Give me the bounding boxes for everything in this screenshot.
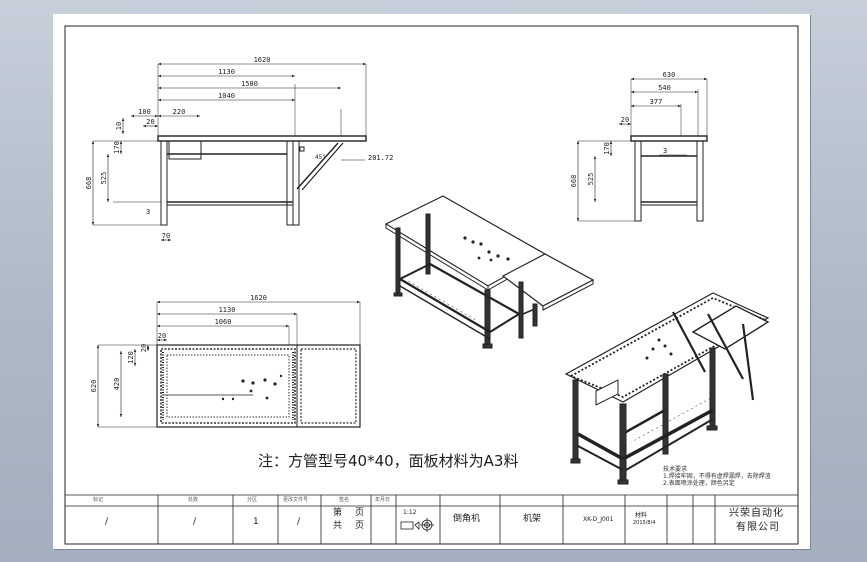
tech-req-line: 1.焊接牢固，不得有虚焊漏焊，去除焊渣 bbox=[663, 473, 771, 480]
tb-date: 2015/8/4 bbox=[633, 520, 656, 526]
tb-drawing-no: XK-D_J001 bbox=[583, 516, 614, 523]
dim-377: 377 bbox=[650, 98, 663, 106]
dim-540: 540 bbox=[658, 84, 671, 92]
tb-value-1: / bbox=[105, 517, 109, 527]
dim-201-72: 201.72 bbox=[368, 154, 393, 162]
tech-req-title: 技术要求 bbox=[663, 466, 688, 473]
tb-header-change: 更改文件号 bbox=[283, 497, 309, 503]
dim-525: 525 bbox=[587, 173, 595, 186]
tb-value-3: 1 bbox=[253, 517, 259, 527]
dim-10: 10 bbox=[115, 122, 123, 130]
dim-3: 3 bbox=[146, 208, 150, 216]
dim-100: 100 bbox=[138, 108, 151, 116]
tb-sheet-label: 共 bbox=[333, 521, 343, 531]
dim-220: 220 bbox=[173, 108, 186, 116]
dim-70: 70 bbox=[162, 232, 170, 240]
tech-req-line: 2.表面喷涂处理，颜色另定 bbox=[663, 480, 735, 487]
dim-120: 120 bbox=[127, 351, 135, 364]
isometric-view-2 bbox=[564, 292, 770, 485]
dim-20: 20 bbox=[146, 118, 154, 126]
dim-420: 420 bbox=[113, 378, 121, 391]
tb-sheet-label: 页 bbox=[355, 508, 365, 518]
tb-product: 倒角机 bbox=[453, 514, 481, 524]
title-block bbox=[65, 494, 798, 544]
dim-668: 668 bbox=[570, 175, 578, 188]
dim-20: 20 bbox=[158, 332, 166, 340]
company-name-1: 兴荣自动化 bbox=[729, 508, 784, 519]
tb-scale: 1:12 bbox=[403, 509, 417, 516]
dim-1620: 1620 bbox=[250, 294, 267, 302]
side-view: 630 540 377 20 668 525 170 3 bbox=[570, 71, 708, 222]
dim-668: 668 bbox=[85, 177, 93, 190]
dim-3: 3 bbox=[663, 147, 667, 155]
dim-1580: 1580 bbox=[241, 80, 258, 88]
dim-20: 20 bbox=[621, 116, 629, 124]
dim-1060: 1060 bbox=[215, 318, 232, 326]
dim-angle: 45° bbox=[315, 154, 326, 161]
tb-header-mark: 标记 bbox=[93, 497, 104, 503]
drawing-note: 注：方管型号40*40，面板材料为A3料 bbox=[258, 452, 519, 470]
isometric-view-1 bbox=[384, 195, 595, 349]
tb-part: 机架 bbox=[523, 514, 542, 524]
tb-value-2: / bbox=[193, 517, 197, 527]
dim-630: 630 bbox=[663, 71, 676, 79]
tb-header-count: 处数 bbox=[188, 497, 199, 503]
tb-header-sign: 签名 bbox=[339, 497, 350, 503]
tb-sheet-label: 第 bbox=[333, 508, 343, 518]
tb-header-zone: 分区 bbox=[247, 497, 258, 503]
projection-symbol bbox=[400, 518, 434, 532]
dim-1130: 1130 bbox=[219, 306, 236, 314]
tb-material: 材料 bbox=[635, 512, 648, 519]
company-name-2: 有限公司 bbox=[736, 522, 780, 533]
dim-170: 170 bbox=[113, 141, 121, 154]
dim-1620: 1620 bbox=[254, 56, 271, 64]
dim-20: 20 bbox=[140, 344, 148, 352]
top-view: 1620 1130 1060 20 620 420 120 20 bbox=[90, 294, 361, 428]
tb-sheet-label: 页 bbox=[355, 521, 365, 531]
tb-header-date: 年月日 bbox=[375, 497, 391, 503]
dim-525: 525 bbox=[100, 172, 108, 185]
technical-requirements: 技术要求 1.焊接牢固，不得有虚焊漏焊，去除焊渣 2.表面喷涂处理，颜色另定 bbox=[663, 466, 771, 487]
front-view: 1620 1130 1580 1040 220 100 20 668 525 170 10 3 70 20… bbox=[85, 56, 393, 242]
tb-value-4: / bbox=[297, 517, 301, 527]
dim-1040: 1040 bbox=[218, 92, 235, 100]
dim-620: 620 bbox=[90, 380, 98, 393]
dim-1130: 1130 bbox=[218, 68, 235, 76]
dim-170: 170 bbox=[603, 142, 611, 155]
